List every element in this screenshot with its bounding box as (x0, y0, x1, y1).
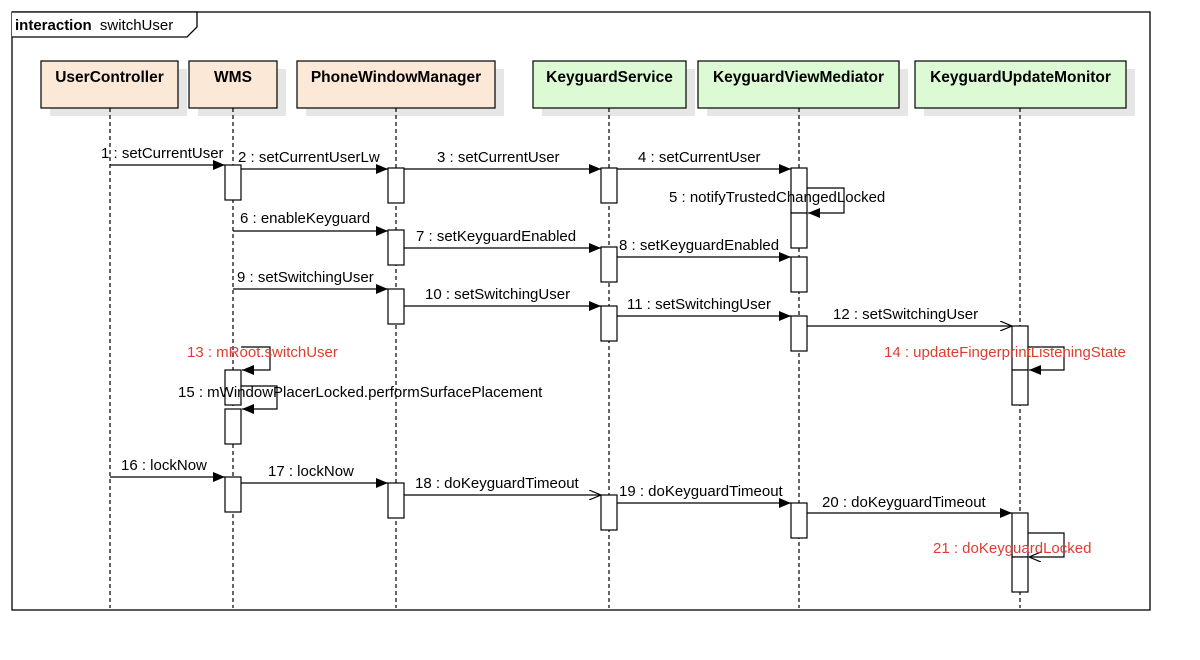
self-message-arrow (1028, 346, 1065, 375)
lifeline-keyguardviewmediator: KeyguardViewMediator (697, 60, 908, 608)
activations (224, 164, 1029, 593)
activation-bar (387, 482, 405, 519)
message-9: 9 : setSwitchingUser (233, 269, 388, 294)
lifeline-name: KeyguardUpdateMonitor (930, 69, 1111, 86)
message-label: 14 : updateFingerprintListeningState (884, 344, 1126, 361)
activation-bar (387, 288, 405, 325)
message-1: 1 : setCurrentUser (101, 145, 225, 170)
lifeline-head (532, 60, 687, 109)
message-label: 5 : notifyTrustedChangedLocked (669, 189, 885, 206)
messages: 1 : setCurrentUser 2 : setCurrentUserLw 3 … (101, 145, 1126, 557)
activation-bar (387, 167, 405, 204)
message-label: 3 : setCurrentUser (437, 149, 560, 166)
lifeline-head (40, 60, 179, 109)
message-label: 9 : setSwitchingUser (237, 269, 374, 286)
lifelines: UserController WMS PhoneWindowManager Keygu… (40, 60, 1135, 608)
message-label: 11 : setSwitchingUser (627, 296, 771, 313)
activation-bar (224, 408, 242, 445)
message-label: 6 : enableKeyguard (240, 210, 370, 227)
message-4: 4 : setCurrentUser (617, 149, 791, 174)
message-2: 2 : setCurrentUserLw (238, 149, 388, 174)
self-message-arrow (1028, 532, 1065, 557)
self-message-arrow (241, 385, 278, 414)
lifeline-name: KeyguardService (546, 69, 673, 86)
message-8: 8 : setKeyguardEnabled (617, 237, 791, 262)
message-label: 13 : mRoot.switchUser (187, 344, 338, 361)
frame-border (11, 11, 1151, 611)
lifeline-name: WMS (214, 69, 252, 86)
activation-bar (224, 164, 242, 201)
message-label: 1 : setCurrentUser (101, 145, 224, 162)
activation-bar (600, 494, 618, 531)
message-7: 7 : setKeyguardEnabled (404, 228, 601, 253)
message-label: 21 : doKeyguardLocked (933, 540, 1091, 557)
self-message-arrow (241, 346, 271, 375)
activation-bar (790, 315, 808, 352)
message-5: 5 : notifyTrustedChangedLocked (669, 187, 885, 218)
lifeline-name: PhoneWindowManager (311, 69, 481, 86)
message-11: 11 : setSwitchingUser (617, 296, 791, 321)
message-13: 13 : mRoot.switchUser (187, 344, 338, 375)
lifeline-wms: WMS (188, 60, 286, 608)
message-label: 7 : setKeyguardEnabled (416, 228, 576, 245)
lifeline-head (188, 60, 278, 109)
activation-bar (224, 476, 242, 513)
message-10: 10 : setSwitchingUser (404, 286, 601, 311)
lifeline-name: UserController (55, 69, 164, 86)
message-6: 6 : enableKeyguard (233, 210, 388, 236)
interaction-frame: interaction switchUser (11, 11, 1151, 611)
message-label: 18 : doKeyguardTimeout (415, 475, 580, 492)
message-3: 3 : setCurrentUser (404, 149, 601, 174)
activation-bar (790, 502, 808, 539)
message-17: 17 : lockNow (241, 463, 388, 488)
message-20: 20 : doKeyguardTimeout (807, 494, 1012, 518)
message-18: 18 : doKeyguardTimeout (404, 475, 601, 495)
message-12: 12 : setSwitchingUser (807, 306, 1012, 326)
message-label: 19 : doKeyguardTimeout (619, 483, 784, 500)
message-label: 12 : setSwitchingUser (833, 306, 978, 323)
activation-bar (224, 369, 242, 406)
message-label: 8 : setKeyguardEnabled (619, 237, 779, 254)
frame-name: switchUser (100, 17, 173, 34)
frame-title-tab (12, 11, 198, 38)
message-16: 16 : lockNow (110, 457, 225, 482)
message-label: 20 : doKeyguardTimeout (822, 494, 987, 511)
message-14: 14 : updateFingerprintListeningState (884, 344, 1126, 375)
message-15: 15 : mWindowPlacerLocked.performSurfaceP… (178, 384, 543, 414)
lifeline-usercontroller: UserController (40, 60, 187, 608)
message-19: 19 : doKeyguardTimeout (617, 483, 791, 508)
activation-bar (790, 212, 808, 249)
activation-bar (1011, 369, 1029, 406)
self-message-arrow (807, 187, 845, 218)
message-label: 10 : setSwitchingUser (425, 286, 570, 303)
message-label: 17 : lockNow (268, 463, 354, 480)
message-label: 15 : mWindowPlacerLocked.performSurfaceP… (178, 384, 543, 401)
message-label: 2 : setCurrentUserLw (238, 149, 380, 166)
message-label: 16 : lockNow (121, 457, 207, 474)
activation-bar (600, 246, 618, 283)
lifeline-phonewindowmanager: PhoneWindowManager (296, 60, 504, 608)
activation-bar (790, 256, 808, 293)
activation-bar (1011, 556, 1029, 593)
message-21: 21 : doKeyguardLocked (933, 532, 1091, 557)
activation-bar (600, 305, 618, 342)
lifeline-head (296, 60, 496, 109)
lifeline-name: KeyguardViewMediator (713, 69, 884, 86)
frame-title: interaction switchUser (15, 17, 173, 34)
activation-bar (600, 167, 618, 204)
activation-bar (387, 229, 405, 266)
message-label: 4 : setCurrentUser (638, 149, 761, 166)
frame-keyword: interaction (15, 17, 92, 34)
